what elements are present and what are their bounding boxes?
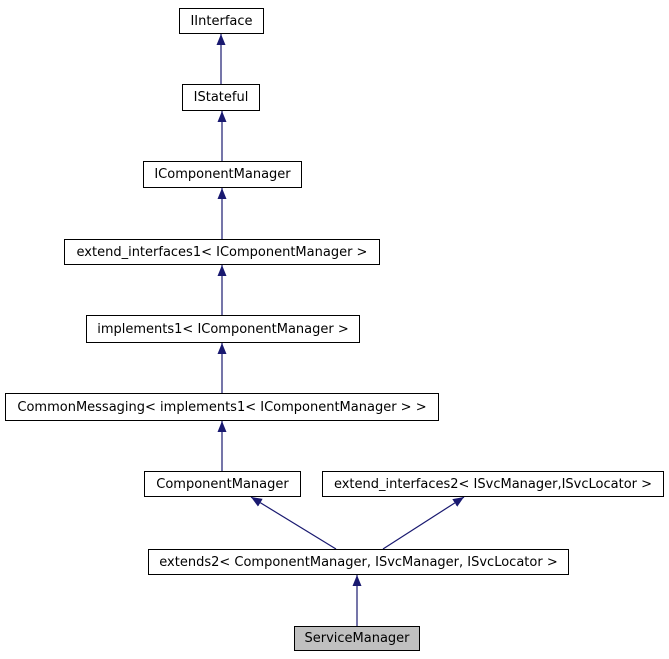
class-node-label: IInterface	[190, 13, 253, 29]
class-node-extends2[interactable]: extends2< ComponentManager, ISvcManager,…	[148, 549, 569, 575]
class-node-commonmessaging[interactable]: CommonMessaging< implements1< IComponent…	[5, 393, 439, 421]
inheritance-arrow-extends2-to-componentmanager	[250, 496, 337, 550]
class-node-label: CommonMessaging< implements1< IComponent…	[17, 399, 427, 415]
class-node-label: IComponentManager	[154, 167, 291, 182]
class-node-label: ComponentManager	[156, 476, 289, 492]
class-node-label: IStateful	[193, 90, 249, 105]
class-node-servicemanager: ServiceManager	[294, 626, 420, 651]
class-node-istateful[interactable]: IStateful	[182, 84, 260, 111]
class-node-label: ServiceManager	[304, 631, 410, 646]
class-node-label: extends2< ComponentManager, ISvcManager,…	[159, 554, 558, 570]
class-node-extend-interfaces1[interactable]: extend_interfaces1< IComponentManager >	[64, 239, 380, 265]
class-node-implements1[interactable]: implements1< IComponentManager >	[86, 315, 360, 343]
class-node-label: extend_interfaces1< IComponentManager >	[76, 244, 368, 260]
class-node-icomponentmanager[interactable]: IComponentManager	[143, 161, 302, 188]
class-node-label: implements1< IComponentManager >	[97, 321, 349, 337]
class-node-label: extend_interfaces2< ISvcManager,ISvcLoca…	[333, 476, 653, 492]
class-node-extend-interfaces2[interactable]: extend_interfaces2< ISvcManager,ISvcLoca…	[322, 471, 664, 497]
inheritance-arrow-extends2-to-extend-interfaces2	[382, 496, 465, 550]
class-node-componentmanager[interactable]: ComponentManager	[144, 471, 301, 497]
class-node-iinterface[interactable]: IInterface	[179, 8, 264, 34]
